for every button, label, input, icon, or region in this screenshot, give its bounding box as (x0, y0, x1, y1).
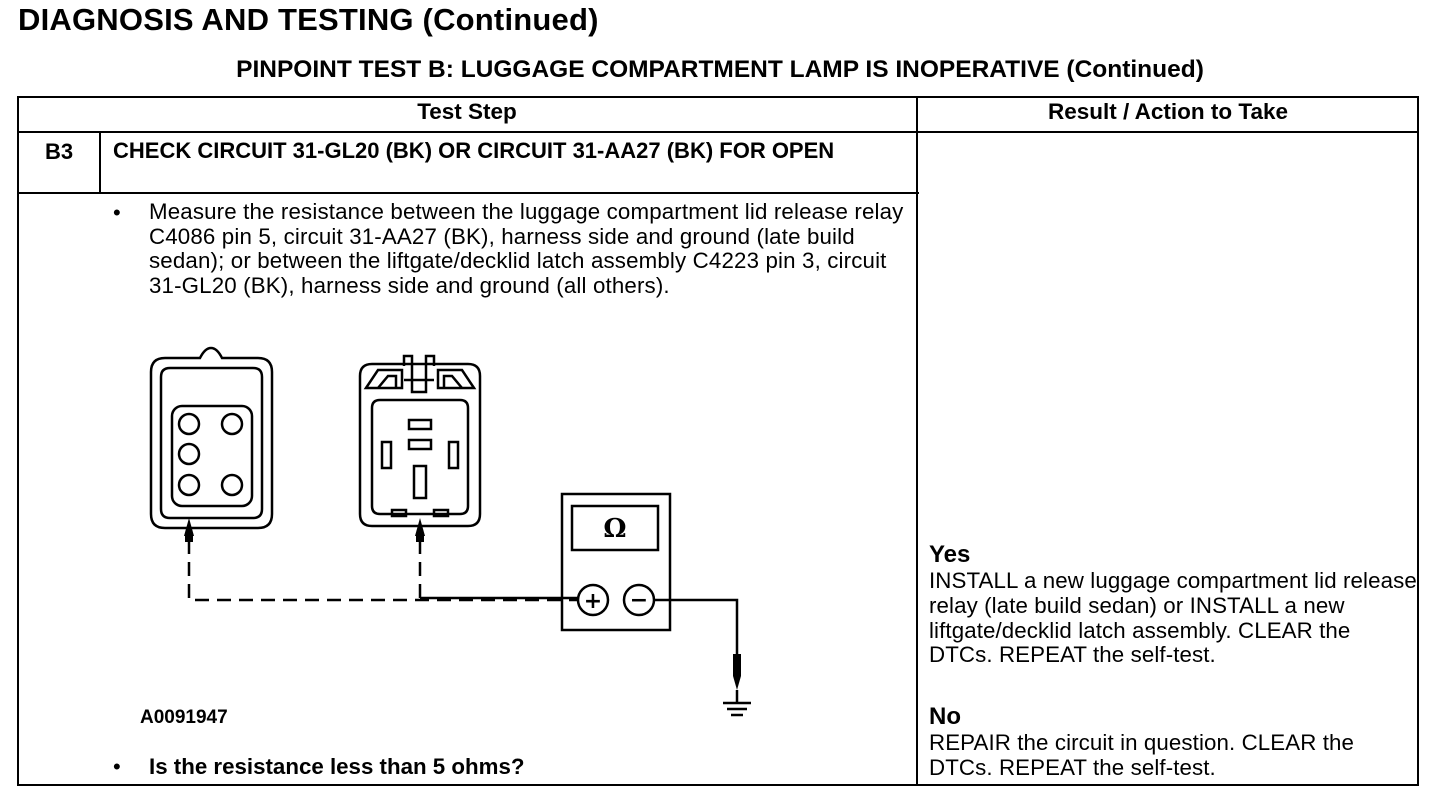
bullet-marker: • (113, 200, 121, 225)
figure-id: A0091947 (140, 707, 228, 728)
ground-icon (723, 701, 751, 717)
result-no-text: REPAIR the circuit in question. CLEAR th… (929, 730, 1355, 780)
step-instruction: Measure the resistance between the lugga… (149, 199, 904, 298)
result-yes-label: Yes (929, 541, 971, 568)
column-divider (916, 96, 918, 786)
probe-tips (184, 518, 741, 690)
step-title: CHECK CIRCUIT 31-GL20 (BK) OR CIRCUIT 31… (113, 138, 835, 163)
relay-connector-c4086 (149, 346, 274, 530)
result-no-label: No (929, 703, 961, 730)
ohm-symbol: Ω (603, 514, 626, 544)
test-leads (187, 540, 739, 702)
table-bottom-border (17, 784, 1419, 786)
latch-connector-c4223 (358, 354, 482, 528)
table-left-border (17, 96, 19, 786)
pinpoint-test-heading: PINPOINT TEST B: LUGGAGE COMPARTMENT LAM… (236, 56, 1204, 83)
page-heading: DIAGNOSIS AND TESTING (Continued) (18, 2, 599, 37)
step-title-bottom-border (17, 192, 919, 194)
table-right-border (1417, 96, 1419, 786)
plus-terminal-label: + (584, 589, 602, 614)
step-question: Is the resistance less than 5 ohms? (149, 754, 525, 779)
step-id-divider (99, 131, 101, 194)
col-header-result: Result / Action to Take (1047, 99, 1289, 124)
col-header-test-step: Test Step (417, 99, 517, 124)
result-yes-text: INSTALL a new luggage compartment lid re… (929, 568, 1417, 668)
header-bottom-border (17, 131, 1419, 133)
minus-terminal-label: − (630, 588, 648, 613)
bullet-marker: • (113, 754, 121, 779)
step-id: B3 (44, 139, 74, 164)
table-top-border (17, 96, 1419, 98)
